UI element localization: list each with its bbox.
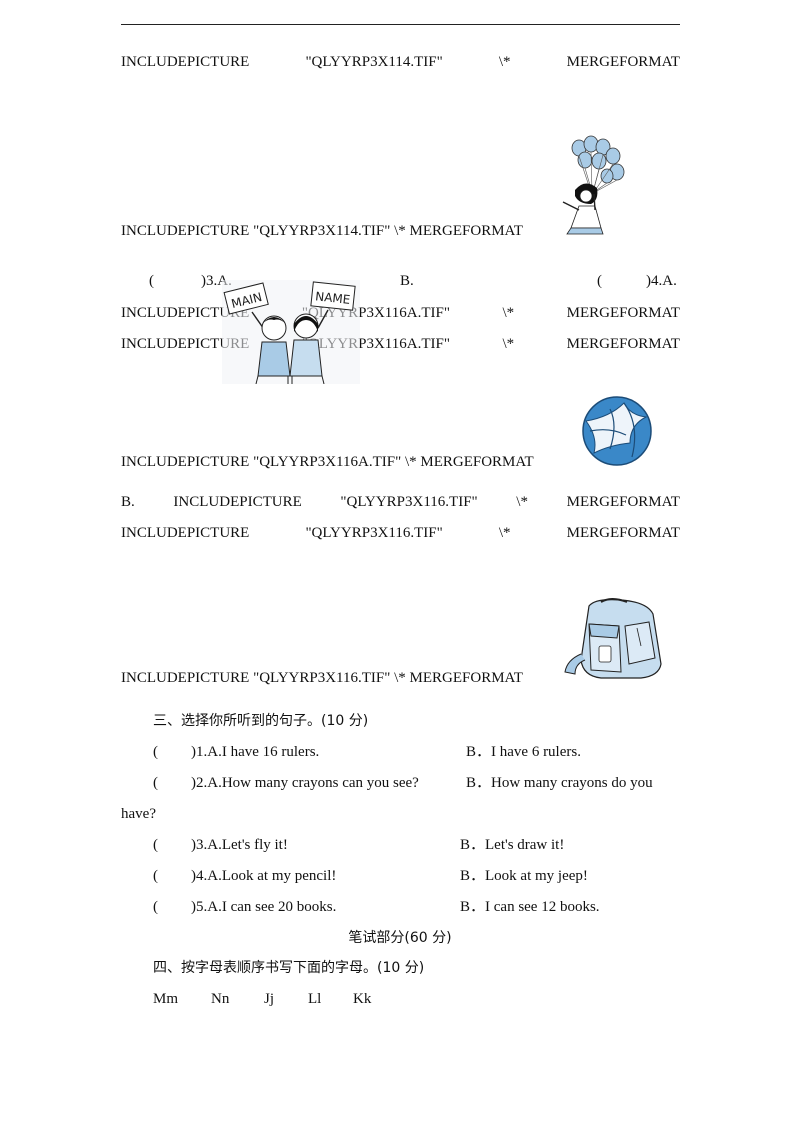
field-word: "QLYYRP3X116.TIF" [340, 494, 478, 510]
field-word: INCLUDEPICTURE [121, 305, 250, 321]
letter-item: Ll [308, 991, 322, 1007]
option-b: B．Look at my jeep! [460, 868, 588, 884]
field-code-line-7: INCLUDEPICTURE "QLYYRP3X116.TIF" \* MERG… [121, 524, 680, 542]
field-code-line-3: INCLUDEPICTURE "QLYYRP3X116A.TIF" \* MER… [121, 304, 680, 322]
option-b: B．How many crayons do you [466, 775, 653, 791]
field-word: \* [498, 54, 511, 70]
answer-paren: ( [153, 775, 158, 791]
kids-holding-signs-picture: MAIN NAME [222, 280, 360, 384]
question-4-number: )4.A. [646, 273, 677, 289]
option-b-label: B. [121, 494, 135, 510]
option-a: )4.A.Look at my pencil! [191, 868, 337, 884]
schoolbag-picture [564, 598, 662, 679]
field-word: MERGEFORMAT [566, 54, 680, 70]
question-2-wrap: have? [121, 806, 156, 822]
answer-paren: ( [153, 837, 158, 853]
sign-right-text: NAME [315, 289, 351, 307]
field-word: \* [498, 525, 511, 541]
letter-item: Nn [211, 991, 230, 1007]
letter-item: Mm [153, 991, 179, 1007]
written-part-title: 笔试部分(60 分) [348, 930, 452, 946]
option-b: B．I can see 12 books. [460, 899, 600, 915]
section-3-title: 三、选择你所听到的句子。(10 分) [153, 713, 369, 729]
field-code-line-2: INCLUDEPICTURE "QLYYRP3X114.TIF" \* MERG… [121, 223, 523, 239]
field-word: INCLUDEPICTURE [121, 54, 250, 70]
girl-with-balloons-picture [562, 135, 625, 235]
field-word: INCLUDEPICTURE [121, 525, 250, 541]
answer-paren: ( [153, 868, 158, 884]
option-b: B．Let's draw it! [460, 837, 565, 853]
answer-paren: ( [153, 744, 158, 760]
field-word: \* [502, 336, 515, 352]
option-a: )5.A.I can see 20 books. [191, 899, 337, 915]
field-word: \* [502, 305, 515, 321]
field-word: "QLYYRP3X114.TIF" [305, 54, 443, 70]
field-word: MERGEFORMAT [566, 525, 680, 541]
section-4-title: 四、按字母表顺序书写下面的字母。(10 分) [153, 960, 425, 976]
letter-item: Jj [264, 991, 275, 1007]
field-code-line-4: INCLUDEPICTURE "QLYYRP3X116A.TIF" \* MER… [121, 335, 680, 353]
header-rule [121, 24, 680, 25]
option-a: )2.A.How many crayons can you see? [191, 775, 419, 791]
letter-item: Kk [353, 991, 372, 1007]
field-word: "QLYYRP3X116.TIF" [305, 525, 443, 541]
answer-paren: ( [153, 899, 158, 915]
option-b: B．I have 6 rulers. [466, 744, 581, 760]
field-word: \* [516, 494, 528, 510]
option-b-label: B. [400, 273, 414, 289]
field-code-line-5: INCLUDEPICTURE "QLYYRP3X116A.TIF" \* MER… [121, 454, 534, 470]
field-word: INCLUDEPICTURE [173, 494, 302, 510]
option-a: )1.A.I have 16 rulers. [191, 744, 320, 760]
field-code-line-1: INCLUDEPICTURE "QLYYRP3X114.TIF" \* MERG… [121, 53, 680, 71]
field-word: INCLUDEPICTURE [121, 336, 250, 352]
field-word: MERGEFORMAT [566, 494, 680, 510]
answer-paren-3: ( [149, 273, 154, 289]
option-a: )3.A.Let's fly it! [191, 837, 288, 853]
field-code-line-8: INCLUDEPICTURE "QLYYRP3X116.TIF" \* MERG… [121, 670, 523, 686]
answer-paren-4: ( [597, 273, 602, 289]
field-word: MERGEFORMAT [566, 336, 680, 352]
field-code-line-6: B. INCLUDEPICTURE "QLYYRP3X116.TIF" \* M… [121, 493, 680, 511]
volleyball-picture [582, 396, 652, 466]
field-word: MERGEFORMAT [566, 305, 680, 321]
